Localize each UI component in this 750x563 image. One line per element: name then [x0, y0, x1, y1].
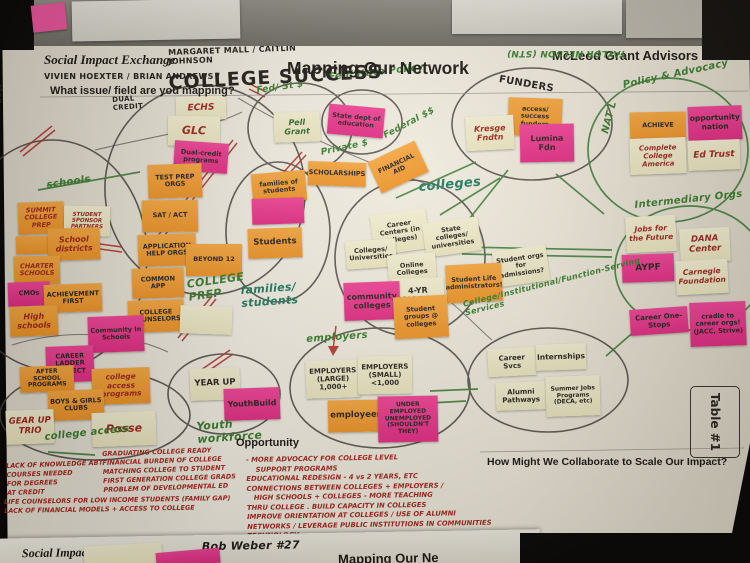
background-shadow	[520, 533, 750, 563]
sticky-note	[30, 2, 68, 33]
poster-title-partial: Mapping Our Ne	[337, 549, 439, 563]
facilitator-names: MARGARET MALL / CAITLIN JOHNSON	[168, 43, 297, 66]
sticky-note	[155, 547, 221, 563]
background-paper	[626, 0, 704, 38]
table-number-text: Table #1	[708, 392, 723, 452]
poster-title: Mapping Our Network	[287, 58, 469, 78]
facilitator-names: VIVIEN HOEXTER / BRIAN ANDREWS /	[44, 72, 220, 81]
background-shadow	[702, 0, 750, 60]
org-header: Social Impact Exchange	[44, 52, 176, 67]
background-paper	[71, 0, 241, 42]
sticky-note	[83, 542, 163, 563]
advisors-header: McLeod Grant Advisors	[552, 48, 699, 63]
collaborate-prompt: How Might We Collaborate to Scale Our Im…	[487, 456, 728, 468]
table-number-tag: Table #1	[690, 386, 740, 458]
upside-down-name: TAYLOR NELSON (STN)	[506, 48, 626, 58]
opportunity-label: Opportunity	[236, 437, 299, 449]
margin-scribble: Meg	[0, 84, 4, 105]
background-paper	[452, 0, 622, 34]
background-shadow	[0, 0, 34, 50]
